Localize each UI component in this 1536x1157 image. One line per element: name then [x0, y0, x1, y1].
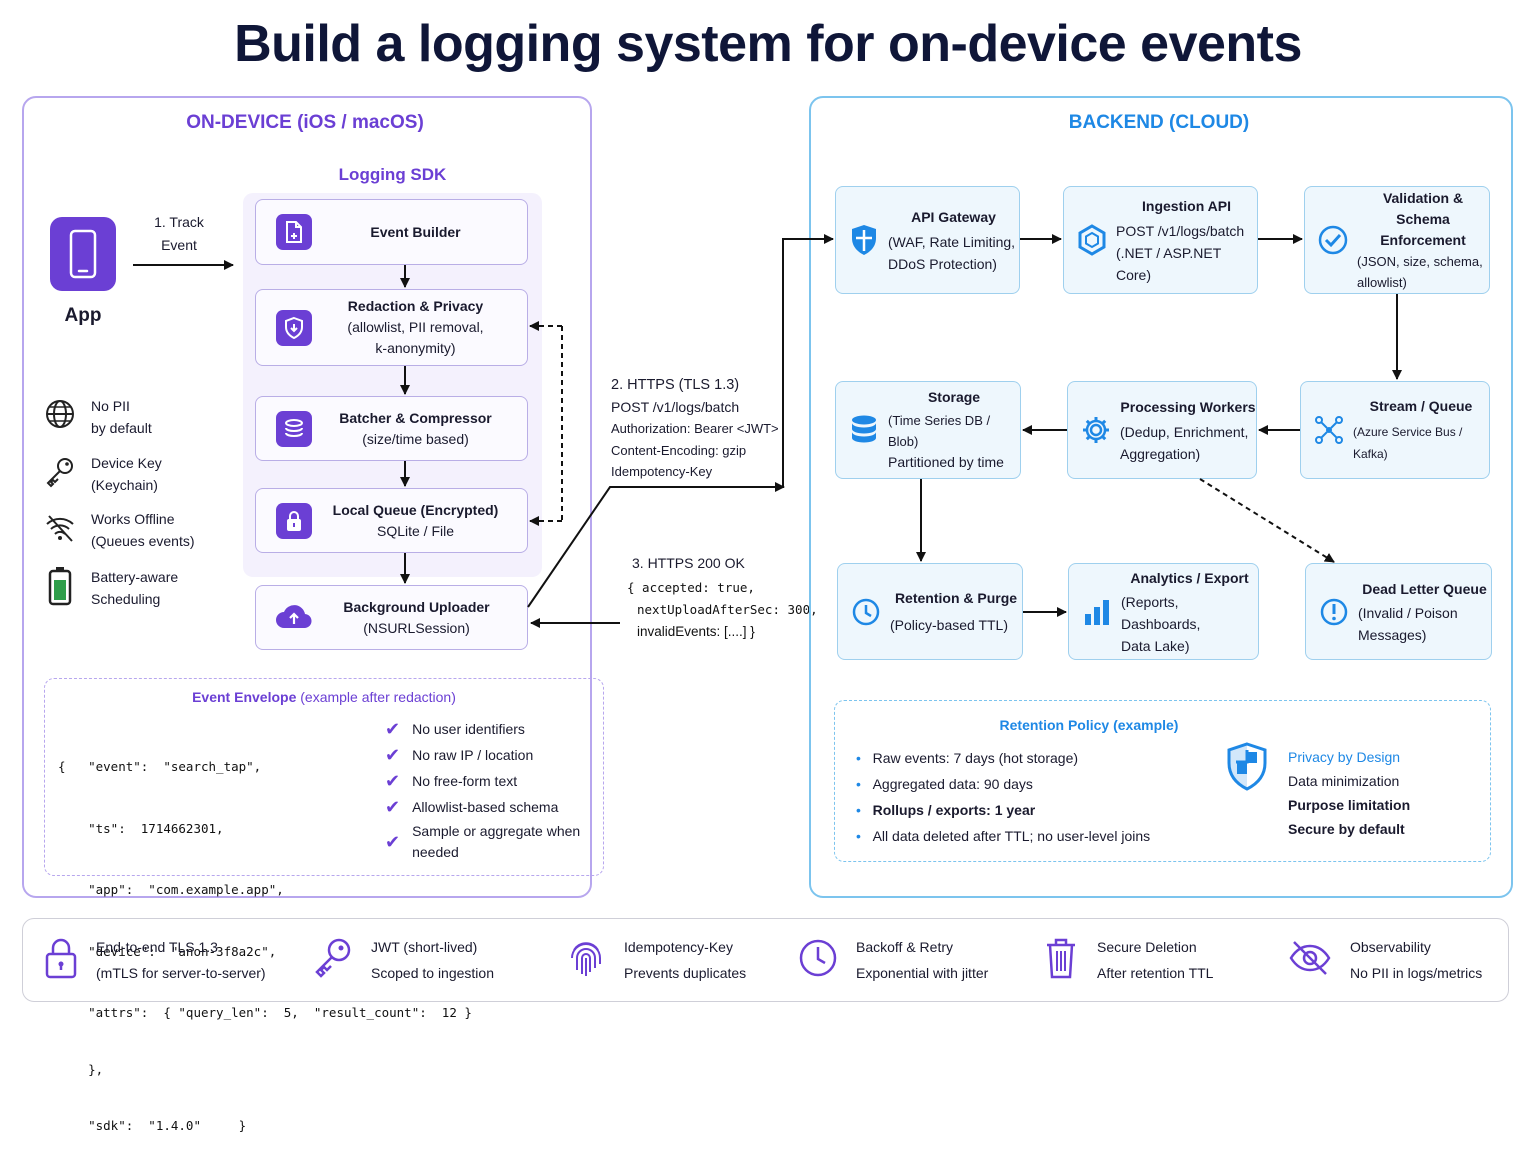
hexagon-icon: [1074, 222, 1110, 258]
key-icon: [313, 936, 353, 985]
background-uploader-box: Background Uploader(NSURLSession): [255, 585, 528, 650]
check-icon: ✔: [385, 831, 401, 852]
request-label: 2. HTTPS (TLS 1.3) POST /v1/logs/batch A…: [611, 377, 779, 479]
eye-off-icon: [1288, 936, 1332, 985]
response-status: 3. HTTPS 200 OK: [632, 555, 745, 571]
shield-icon: [276, 309, 312, 346]
processing-workers-box: Processing Workers(Dedup, Enrichment,Agg…: [1067, 381, 1257, 479]
phone-icon: [50, 217, 116, 291]
arrow-workers-to-dlq: [1199, 478, 1335, 563]
feature-offline: Works Offline(Queues events): [91, 511, 195, 549]
event-builder-box: Event Builder: [255, 199, 528, 265]
globe-icon: [44, 398, 76, 435]
key-icon: [44, 456, 76, 493]
envelope-checklist: ✔No user identifiers ✔No raw IP / locati…: [385, 718, 581, 861]
connectors: [133, 234, 1402, 628]
privacy-by-design-list: Privacy by Design Data minimization Purp…: [1288, 749, 1411, 837]
backend-panel: [809, 96, 1513, 898]
footer-tls: End-to-end TLS 1.3(mTLS for server-to-se…: [44, 934, 266, 986]
on-device-panel: [22, 96, 592, 898]
layers-icon: [276, 410, 312, 447]
sdk-title: Logging SDK: [338, 165, 447, 184]
local-queue-box: Local Queue (Encrypted)SQLite / File: [255, 488, 528, 553]
app-label: App: [64, 305, 102, 326]
backend-header: BACKEND (CLOUD): [1068, 112, 1250, 133]
alert-icon: [1316, 594, 1352, 630]
check-icon: ✔: [385, 718, 401, 739]
api-gateway-box: API Gateway(WAF, Rate Limiting,DDoS Prot…: [835, 186, 1020, 294]
privacy-shield-icon: [1226, 742, 1268, 797]
event-envelope-box: [44, 678, 604, 876]
database-icon: [846, 412, 882, 448]
clock-icon: [848, 594, 884, 630]
storage-box: Storage(Time Series DB / Blob)Partitione…: [835, 381, 1021, 479]
retention-purge-box: Retention & Purge(Policy-based TTL): [837, 563, 1023, 660]
on-device-header: ON-DEVICE (iOS / macOS): [186, 112, 424, 133]
lock-icon: [276, 502, 312, 539]
footer-jwt: JWT (short-lived)Scoped to ingestion: [313, 934, 494, 986]
fingerprint-icon: [566, 936, 606, 985]
stream-queue-box: Stream / Queue(Azure Service Bus / Kafka…: [1300, 381, 1490, 479]
wifi-off-icon: [44, 512, 76, 549]
validation-box: Validation &Schema Enforcement(JSON, siz…: [1304, 186, 1490, 294]
bar-chart-icon: [1079, 594, 1115, 630]
analytics-export-box: Analytics / Export(Reports, Dashboards,D…: [1068, 563, 1259, 660]
redaction-box: Redaction & Privacy(allowlist, PII remov…: [255, 289, 528, 366]
check-icon: ✔: [385, 744, 401, 765]
network-icon: [1311, 412, 1347, 448]
page-title: Build a logging system for on-device eve…: [234, 15, 1302, 73]
batcher-box: Batcher & Compressor(size/time based): [255, 396, 528, 461]
security-footer: [22, 918, 1509, 1002]
shield-icon: [846, 222, 882, 258]
retention-policy-list: • Raw events: 7 days (hot storage) • Agg…: [856, 750, 1151, 844]
retention-policy-title: Retention Policy (example): [999, 717, 1179, 733]
trash-icon: [1043, 936, 1079, 985]
check-icon: ✔: [385, 770, 401, 791]
envelope-title: Event Envelope (example after redaction): [192, 689, 456, 705]
retention-policy-box: [834, 700, 1491, 862]
check-icon: ✔: [385, 796, 401, 817]
clock-icon: [798, 936, 838, 985]
lock-icon: [44, 936, 78, 985]
arrow-upload-to-gateway: [527, 234, 834, 608]
battery-icon: [48, 566, 72, 611]
document-add-icon: [276, 214, 312, 250]
feature-device-key: Device Key(Keychain): [91, 455, 162, 493]
gear-icon: [1078, 412, 1114, 448]
check-circle-icon: [1315, 222, 1351, 258]
response-body: { accepted: true, nextUploadAfterSec: 30…: [627, 580, 818, 639]
cloud-upload-icon: [274, 600, 314, 635]
